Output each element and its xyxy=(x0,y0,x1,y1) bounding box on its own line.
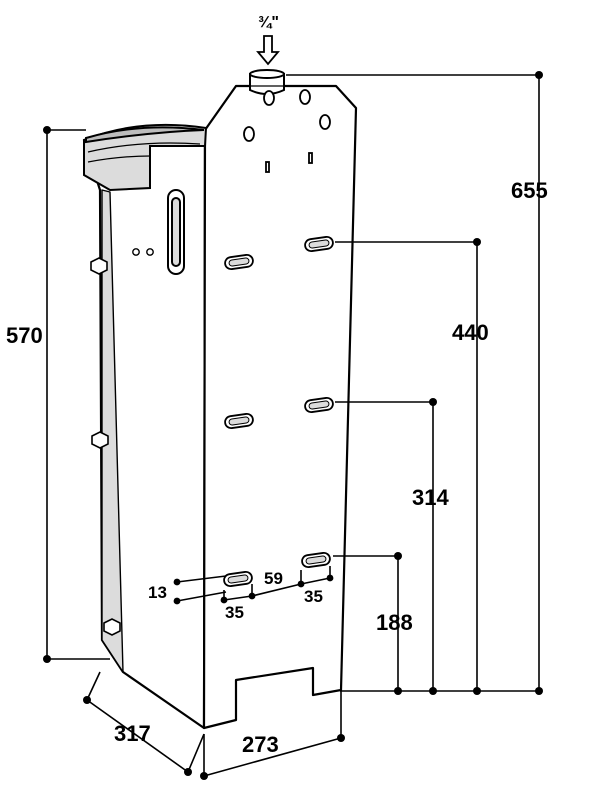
inlet-thread-label: ¾" xyxy=(258,14,279,31)
small-slot-icon xyxy=(265,161,270,173)
dim-label-314: 314 xyxy=(412,485,449,510)
tank-front-face xyxy=(202,84,358,730)
dim-label-35-left: 35 xyxy=(225,603,244,622)
mounting-holes xyxy=(243,89,331,173)
dim-label-570: 570 xyxy=(6,323,43,348)
dim-label-13: 13 xyxy=(148,583,167,602)
rim-top xyxy=(85,126,205,144)
dim-label-59: 59 xyxy=(264,569,283,588)
slot-icon xyxy=(223,570,253,588)
slot-icon xyxy=(304,235,334,253)
hole-icon xyxy=(319,114,331,130)
hole-icon xyxy=(263,90,275,106)
tank-bottom-notch xyxy=(235,667,314,681)
slot-icon xyxy=(301,551,331,569)
small-slot-icon xyxy=(308,152,313,164)
inlet-arrow-icon xyxy=(256,35,280,66)
dim-label-440: 440 xyxy=(452,320,489,345)
screw-icon xyxy=(132,248,140,256)
slot-icon xyxy=(224,412,254,430)
rim-inner-line xyxy=(87,142,201,153)
tank-side-shade xyxy=(101,189,124,673)
hole-icon xyxy=(299,89,311,105)
sight-glass xyxy=(167,189,185,275)
dim-label-273: 273 xyxy=(242,732,279,757)
mounting-slots xyxy=(223,235,334,588)
dim-label-35-right: 35 xyxy=(304,587,323,606)
bolt-icon xyxy=(91,431,109,449)
bolt-icon xyxy=(103,618,121,636)
rim-inner-line-2 xyxy=(87,155,151,163)
screw-icon xyxy=(146,248,154,256)
dimension-lines xyxy=(46,74,540,777)
bolt-icon xyxy=(90,257,108,275)
dim-label-655: 655 xyxy=(511,178,548,203)
inlet-pipe xyxy=(249,69,285,95)
inlet-pipe-top xyxy=(249,69,285,79)
dim-label-317: 317 xyxy=(114,721,151,746)
slot-icon xyxy=(304,396,334,414)
dim-label-188: 188 xyxy=(376,610,413,635)
side-bolts xyxy=(90,257,121,636)
dimension-dots xyxy=(43,71,543,780)
hole-icon xyxy=(243,126,255,142)
tank-rim xyxy=(83,123,208,192)
side-screw-holes xyxy=(132,248,154,256)
slot-icon xyxy=(224,253,254,271)
